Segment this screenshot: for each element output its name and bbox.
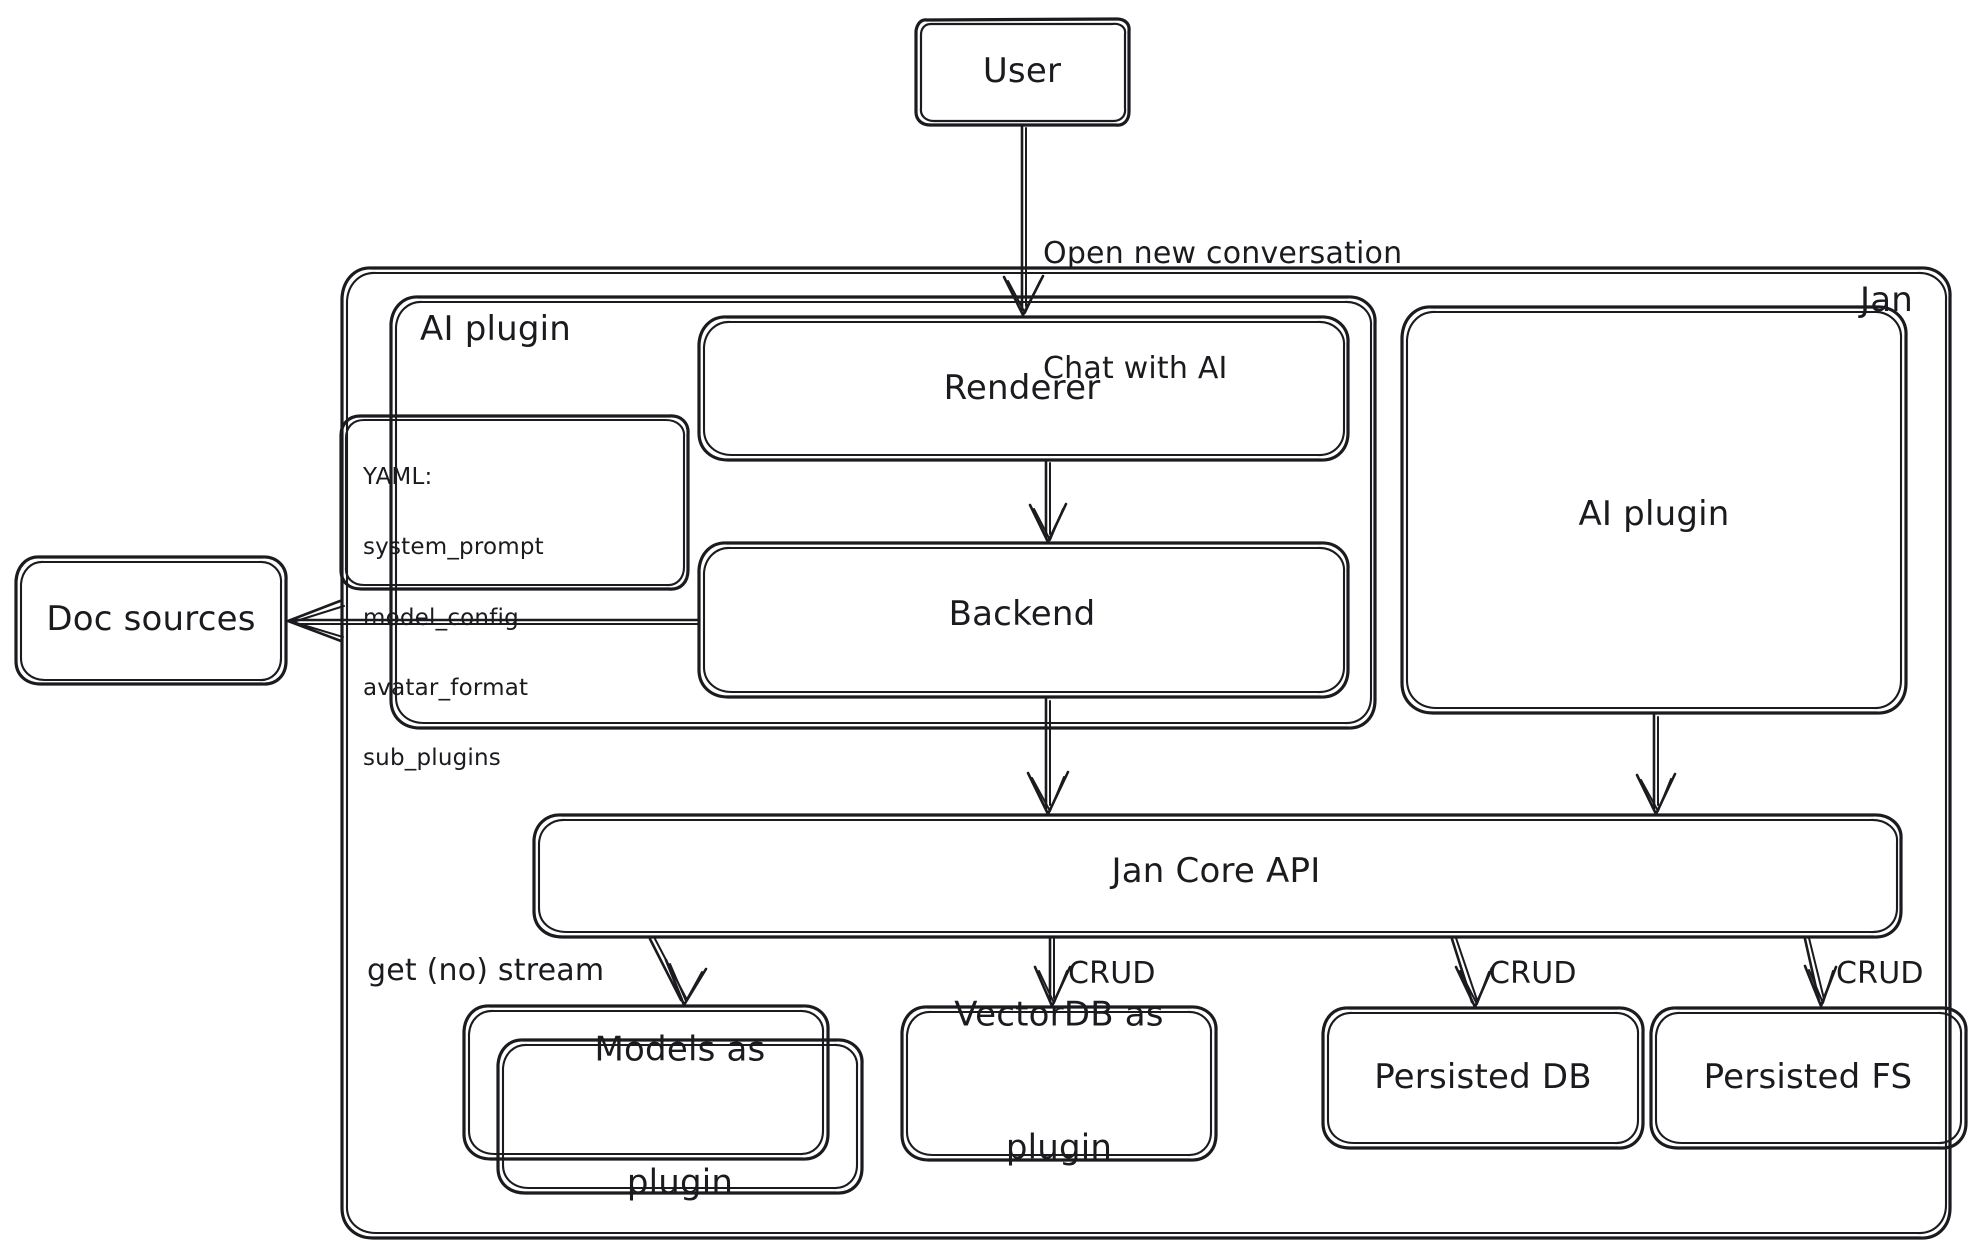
backend-box-shape: [697, 541, 1350, 699]
vectordb-plugin-label: VectorDB as plugin: [954, 904, 1163, 1246]
edge-label-core-api-to-persisted-fs: CRUD: [1836, 956, 1924, 991]
ai-plugin-right-box-shape: [1400, 305, 1908, 715]
models-plugin-label: Models as plugin: [595, 939, 766, 1246]
renderer-label: Renderer: [943, 368, 1101, 409]
edge-label-core-api-to-models: get (no) stream: [367, 953, 605, 988]
backend-label: Backend: [948, 594, 1096, 635]
persisted-fs-box-shape: [1649, 1006, 1968, 1150]
vectordb-plugin-label-line2: plugin: [1005, 1127, 1113, 1168]
ai-plugin-container-label: AI plugin: [420, 309, 572, 349]
models-plugin-box-shape: [462, 1004, 864, 1195]
jan-core-api-label: Jan Core API: [1111, 851, 1321, 892]
edge-label-user-to-renderer: Open new conversation Chat with AI: [1043, 158, 1402, 465]
models-plugin-label-line1: Models as: [594, 1029, 766, 1070]
doc-sources-label: Doc sources: [46, 599, 256, 640]
arrow-backend-to-doc-sources: [286, 599, 701, 643]
arrow-user-to-renderer: [1002, 124, 1045, 317]
edge-label-line1: Open new conversation: [1043, 235, 1403, 271]
yaml-note-text: YAML: system_prompt model_config avatar_…: [363, 422, 544, 815]
persisted-db-label: Persisted DB: [1374, 1057, 1592, 1098]
arrow-core-api-to-vectordb: [1033, 937, 1072, 1008]
yaml-note-title: YAML:: [363, 463, 433, 490]
persisted-db-box-shape: [1321, 1006, 1645, 1150]
ai-plugin-container-shape: [389, 295, 1377, 730]
renderer-box-shape: [697, 315, 1350, 462]
jan-container-shape: [340, 266, 1952, 1240]
user-box-shape: [914, 17, 1131, 127]
vectordb-plugin-box-shape: [900, 1005, 1218, 1162]
arrow-ai-plugin-to-core-api: [1635, 713, 1677, 816]
yaml-note-line-1: model_config: [363, 604, 519, 631]
arrow-backend-to-core-api: [1026, 697, 1070, 816]
yaml-note-line-2: avatar_format: [363, 675, 529, 702]
models-plugin-label-line2: plugin: [626, 1162, 734, 1203]
arrow-renderer-to-backend: [1028, 460, 1068, 544]
ai-plugin-right-label: AI plugin: [1578, 494, 1730, 535]
jan-container-label: Jan: [1860, 280, 1914, 320]
edge-label-core-api-to-persisted-db: CRUD: [1489, 956, 1577, 991]
persisted-fs-label: Persisted FS: [1703, 1057, 1913, 1098]
vectordb-plugin-label-line1: VectorDB as: [954, 994, 1164, 1035]
edge-label-line2: Chat with AI: [1043, 350, 1228, 386]
yaml-note-line-3: sub_plugins: [363, 745, 501, 772]
yaml-note-shape: [339, 414, 690, 591]
arrow-core-api-to-persisted-fs: [1803, 937, 1838, 1008]
yaml-note-line-0: system_prompt: [363, 534, 544, 561]
user-label: User: [982, 51, 1062, 92]
arrow-core-api-to-models: [648, 936, 708, 1007]
doc-sources-box-shape: [14, 555, 288, 686]
jan-core-api-box-shape: [532, 813, 1903, 939]
edge-label-core-api-to-vectordb: CRUD: [1068, 956, 1156, 991]
arrow-core-api-to-persisted-db: [1450, 937, 1494, 1009]
